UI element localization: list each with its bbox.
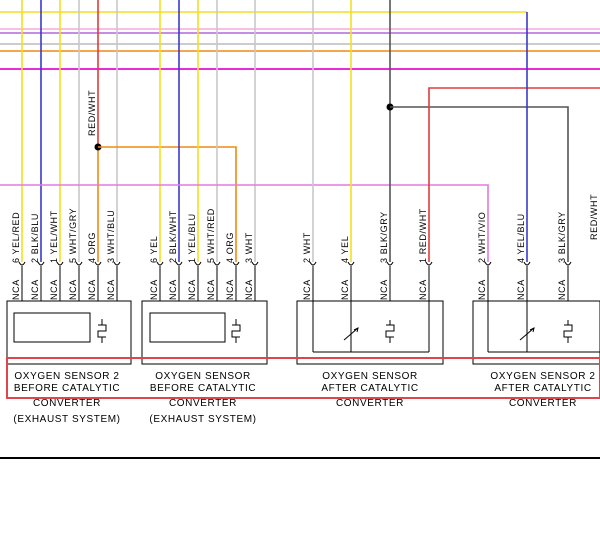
- pin-arc-s_after-0: [309, 261, 317, 266]
- pin-arc-s2_before-1: [37, 261, 45, 266]
- wire-red-long: [428, 87, 600, 262]
- pin-label-s_before-5: 3 WHT: [244, 232, 254, 263]
- bus-wires: [0, 11, 600, 70]
- nca-label-s_after-2: NCA: [379, 279, 389, 300]
- pin-label-s2_before-5: 3 WHT/BLU: [106, 210, 116, 263]
- pin-label-s_before-3: 5 WHT/RED: [206, 208, 216, 263]
- pin-arc-s_after-3: [425, 261, 433, 266]
- pin-label-s_before-2: 1 YEL/BLU: [187, 213, 197, 263]
- nca-label-s2_before-2: NCA: [49, 279, 59, 300]
- highlight-box: [6, 357, 600, 399]
- pin-arc-s_before-3: [213, 261, 221, 266]
- pin-arc-s2_before-4: [94, 261, 102, 266]
- pin-arc-s2_after-0: [484, 261, 492, 266]
- connector-s2-before: [6, 300, 132, 365]
- pin-label-s2_before-2: 1 YEL/WHT: [49, 210, 59, 263]
- svg-text:(EXHAUST SYSTEM): (EXHAUST SYSTEM): [13, 414, 120, 425]
- nca-label-s_before-1: NCA: [168, 279, 178, 300]
- nca-label-s2_before-4: NCA: [87, 279, 97, 300]
- connector-s-after: [296, 300, 444, 365]
- pin-arc-s2_after-1: [523, 261, 531, 266]
- nca-label-s2_before-5: NCA: [106, 279, 116, 300]
- connector-s2-after: [472, 300, 600, 365]
- pin-arc-s2_before-2: [56, 261, 64, 266]
- component-s-after: OXYGEN SENSOR AFTER CATALYTIC CONVERTER: [321, 371, 418, 409]
- pin-label-s2_after-0: 2 WHT/VIO: [477, 212, 487, 263]
- nca-label-s2_before-3: NCA: [68, 279, 78, 300]
- svg-text:OXYGEN SENSOR 2: OXYGEN SENSOR 2: [490, 371, 595, 382]
- nca-label-s_after-1: NCA: [340, 279, 350, 300]
- wires-s-before: [159, 0, 256, 262]
- pin-label-s_before-0: 6 YEL: [149, 236, 159, 263]
- pin-arc-s_before-4: [232, 261, 240, 266]
- pin-label-s2_after-3: RED/WHT: [589, 194, 599, 240]
- wire-violet-long: [0, 184, 489, 262]
- component-s2-after: OXYGEN SENSOR 2 AFTER CATALYTIC CONVERTE…: [490, 371, 595, 409]
- nca-label-s_before-0: NCA: [149, 279, 159, 300]
- svg-text:AFTER CATALYTIC: AFTER CATALYTIC: [321, 383, 418, 394]
- svg-text:BEFORE CATALYTIC: BEFORE CATALYTIC: [14, 383, 120, 394]
- pin-arc-s_before-1: [175, 261, 183, 266]
- nca-label-s_before-4: NCA: [225, 279, 235, 300]
- nca-label-s2_after-0: NCA: [477, 279, 487, 300]
- svg-text:BEFORE CATALYTIC: BEFORE CATALYTIC: [150, 383, 256, 394]
- pin-label-s2_before-3: 5 WHT/GRY: [68, 208, 78, 263]
- svg-text:CONVERTER: CONVERTER: [336, 398, 404, 409]
- pin-label-s_after-1: 4 YEL: [340, 236, 350, 263]
- pin-arc-s_before-2: [194, 261, 202, 266]
- svg-text:(EXHAUST SYSTEM): (EXHAUST SYSTEM): [149, 414, 256, 425]
- pin-label-s_after-0: 2 WHT: [302, 232, 312, 263]
- wire-gray-branch: [390, 106, 569, 262]
- nca-label-s2_before-1: NCA: [30, 279, 40, 300]
- svg-text:OXYGEN SENSOR: OXYGEN SENSOR: [155, 371, 251, 382]
- pin-label-s2_before-0: 6 YEL/RED: [11, 212, 21, 263]
- svg-text:CONVERTER: CONVERTER: [169, 398, 237, 409]
- connector-pins: [18, 261, 572, 301]
- wires-s2-before: [21, 0, 118, 262]
- pin-label-s2_after-1: 4 YEL/BLU: [516, 213, 526, 263]
- pin-labels: 6 YEL/RED NCA 2 BLK/BLU NCA 1 YEL/WHT NCA 5 WH…: [11, 194, 599, 300]
- component-s2-before: OXYGEN SENSOR 2 BEFORE CATALYTIC CONVERT…: [13, 371, 120, 425]
- wires-s-after: [312, 0, 391, 262]
- nca-label-s_before-5: NCA: [244, 279, 254, 300]
- pin-arc-s_before-0: [156, 261, 164, 266]
- pin-label-s_before-1: 2 BLK/WHT: [168, 210, 178, 263]
- pin-label-s2_after-2: 3 BLK/GRY: [557, 211, 567, 263]
- label-red-wht-top: RED/WHT: [87, 90, 97, 136]
- connector-s-before: [141, 300, 268, 365]
- pin-arc-s2_before-5: [113, 261, 121, 266]
- nca-label-s_before-3: NCA: [206, 279, 216, 300]
- pin-label-s2_before-1: 2 BLK/BLU: [30, 213, 40, 263]
- nca-label-s_after-3: NCA: [418, 279, 428, 300]
- wire-orange-branch: [98, 146, 237, 262]
- svg-text:OXYGEN SENSOR 2: OXYGEN SENSOR 2: [14, 371, 119, 382]
- nca-label-s2_before-0: NCA: [11, 279, 21, 300]
- pin-label-s_after-3: 1 RED/WHT: [418, 208, 428, 263]
- pin-label-s2_before-4: 4 ORG: [87, 232, 97, 263]
- svg-text:AFTER CATALYTIC: AFTER CATALYTIC: [494, 383, 591, 394]
- svg-text:CONVERTER: CONVERTER: [509, 398, 577, 409]
- component-s-before: OXYGEN SENSOR BEFORE CATALYTIC CONVERTER…: [149, 371, 256, 425]
- nca-label-s2_after-1: NCA: [516, 279, 526, 300]
- svg-text:OXYGEN SENSOR: OXYGEN SENSOR: [322, 371, 418, 382]
- pin-label-s_before-4: 4 ORG: [225, 232, 235, 263]
- pin-label-s_after-2: 3 BLK/GRY: [379, 211, 389, 263]
- pin-arc-s_before-5: [251, 261, 259, 266]
- pin-arc-s2_after-2: [564, 261, 572, 266]
- pin-arc-s_after-1: [347, 261, 355, 266]
- nca-label-s_before-2: NCA: [187, 279, 197, 300]
- pin-arc-s_after-2: [386, 261, 394, 266]
- svg-text:CONVERTER: CONVERTER: [33, 398, 101, 409]
- pin-arc-s2_before-3: [75, 261, 83, 266]
- pin-arc-s2_before-0: [18, 261, 26, 266]
- nca-label-s_after-0: NCA: [302, 279, 312, 300]
- nca-label-s2_after-2: NCA: [557, 279, 567, 300]
